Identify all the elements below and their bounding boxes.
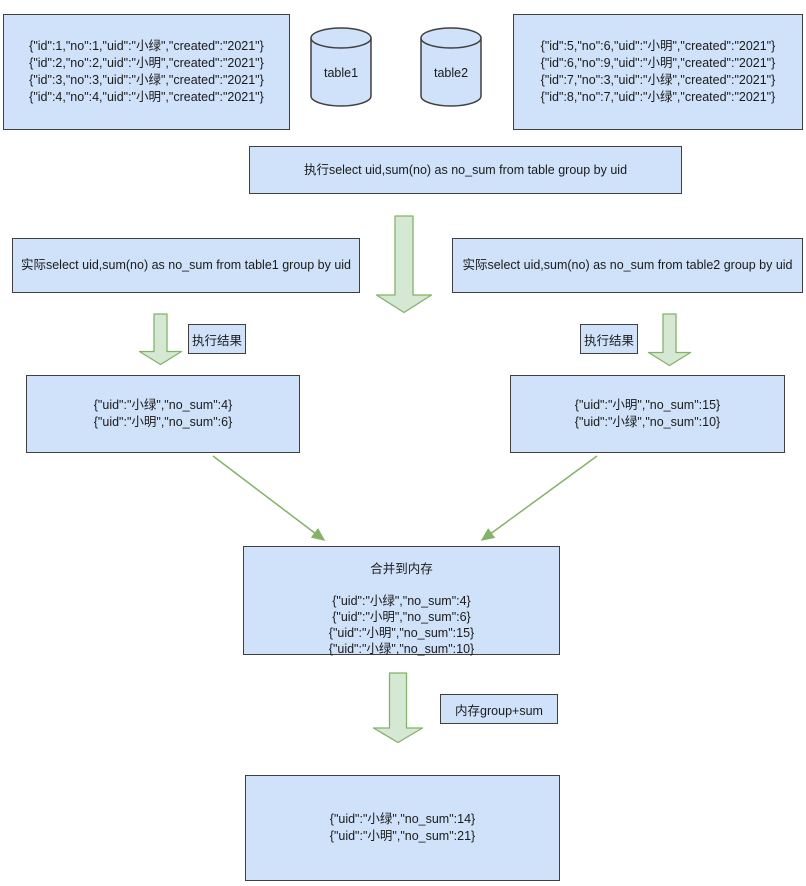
exec-result-label-left: 执行结果 <box>188 324 246 354</box>
query-box: 执行select uid,sum(no) as no_sum from tabl… <box>249 146 682 194</box>
table1-cylinder-label: table1 <box>323 66 359 80</box>
query-text: 执行select uid,sum(no) as no_sum from tabl… <box>303 162 628 177</box>
arrow-down-center-icon <box>375 215 433 314</box>
merge-box: 合并到内存 {"uid":"小绿","no_sum":4}{"uid":"小明"… <box>243 546 560 656</box>
connector-arrow-right-icon <box>480 455 598 541</box>
table1-records-text: {"id":1,"no":1,"uid":"小绿","created":"202… <box>29 39 264 104</box>
arrow-down-left-icon <box>138 313 183 366</box>
memory-group-sum-label: 内存group+sum <box>440 694 558 724</box>
actual-query-table2-text: 实际select uid,sum(no) as no_sum from tabl… <box>462 258 793 272</box>
result-table1-text: {"uid":"小绿","no_sum":4}{"uid":"小明","no_s… <box>93 398 233 429</box>
result-table2-text: {"uid":"小明","no_sum":15}{"uid":"小绿","no_… <box>574 398 721 429</box>
table2-records-box: {"id":5,"no":6,"uid":"小明","created":"202… <box>513 14 803 130</box>
connector-arrow-left-icon <box>212 455 326 541</box>
arrow-down-right-icon <box>647 313 692 367</box>
actual-query-table1-box: 实际select uid,sum(no) as no_sum from tabl… <box>12 238 360 293</box>
actual-query-table1-text: 实际select uid,sum(no) as no_sum from tabl… <box>20 258 352 272</box>
arrow-down-bottom-icon <box>372 672 424 744</box>
table1-records-box: {"id":1,"no":1,"uid":"小绿","created":"202… <box>3 14 290 130</box>
table2-records-text: {"id":5,"no":6,"uid":"小明","created":"202… <box>540 39 776 104</box>
merge-text: {"uid":"小绿","no_sum":4}{"uid":"小明","no_s… <box>328 594 475 656</box>
result-table2-box: {"uid":"小明","no_sum":15}{"uid":"小绿","no_… <box>510 375 785 453</box>
final-result-box: {"uid":"小绿","no_sum":14}{"uid":"小明","no_… <box>245 775 560 881</box>
merge-title: 合并到内存 <box>370 562 433 576</box>
table2-cylinder-label: table2 <box>433 66 469 80</box>
database-icon <box>420 27 482 107</box>
actual-query-table2-box: 实际select uid,sum(no) as no_sum from tabl… <box>452 238 803 293</box>
final-result-text: {"uid":"小绿","no_sum":14}{"uid":"小明","no_… <box>329 812 476 843</box>
result-table1-box: {"uid":"小绿","no_sum":4}{"uid":"小明","no_s… <box>26 375 300 453</box>
table1-cylinder: table1 <box>310 26 372 108</box>
database-icon <box>310 27 372 107</box>
exec-result-label-right: 执行结果 <box>580 324 638 354</box>
table2-cylinder: table2 <box>420 26 482 108</box>
